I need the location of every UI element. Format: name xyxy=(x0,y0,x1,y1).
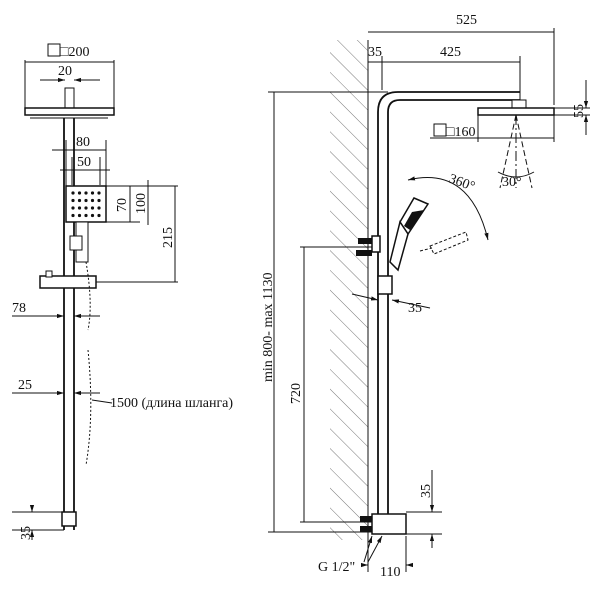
dim-bracket-depth: 78 xyxy=(12,301,100,319)
total-reach-label: 525 xyxy=(456,13,477,28)
connection-note: G 1/2" xyxy=(318,535,383,575)
front-shower-head xyxy=(24,87,115,119)
nozzle-dot xyxy=(90,213,95,218)
connection-label: G 1/2" xyxy=(318,560,355,575)
hand-offset-label: 35 xyxy=(408,301,422,316)
nozzle-dot xyxy=(77,191,82,195)
nozzle-dot xyxy=(97,206,101,210)
dim-holder-span: 215 xyxy=(92,185,178,283)
dim-hand-offset: 35 xyxy=(351,293,431,316)
nozzle-dot xyxy=(90,206,95,210)
hand-inner-label: 50 xyxy=(77,155,91,170)
side-holder xyxy=(300,235,393,295)
rotation-label: 360° xyxy=(447,172,477,195)
wall-offset-label: 35 xyxy=(368,45,382,60)
hose-note-label: 1500 (длина шланга) xyxy=(110,396,233,411)
nozzle-dot xyxy=(71,198,75,203)
head-thickness-label: 55 xyxy=(572,104,587,118)
mixer-depth-label: 110 xyxy=(380,565,400,580)
dim-hand-shower-width: 80 50 xyxy=(52,135,110,190)
nozzle-dot xyxy=(90,198,95,203)
side-riser xyxy=(377,91,520,520)
holder-span-label: 215 xyxy=(161,227,176,248)
dim-rail-width: 25 xyxy=(12,378,100,396)
hose-note: 1500 (длина шланга) xyxy=(91,396,233,411)
hand-height-label: 100 xyxy=(134,193,149,214)
dim-hand-shower-height: 70 100 xyxy=(106,180,149,225)
nozzle-dot xyxy=(97,191,101,195)
spray-cone: 30° xyxy=(497,114,535,190)
side-hand-shower xyxy=(389,197,469,272)
nozzle-dot xyxy=(84,206,88,210)
height-range-label: min 800- max 1130 xyxy=(261,272,276,382)
nozzle-dot xyxy=(71,191,75,195)
nozzle-dot xyxy=(77,198,82,203)
nozzle-dot xyxy=(77,213,82,218)
nozzle-dot xyxy=(71,213,75,218)
head-size-label: □200 xyxy=(60,45,89,60)
mixer-height-label: 35 xyxy=(419,484,434,498)
dim-head-size: □200 xyxy=(24,43,115,115)
nozzle-dot xyxy=(84,198,88,203)
side-view: 525 35 425 min 800- max 1130 xyxy=(261,13,590,580)
mixer-to-hand-label: 720 xyxy=(289,383,304,404)
hand-width-label: 80 xyxy=(76,135,90,150)
nozzle-dot xyxy=(84,213,88,218)
bracket-depth-label: 78 xyxy=(12,301,26,316)
front-holder-bracket xyxy=(39,270,97,289)
dim-total-reach: 525 xyxy=(368,13,555,105)
hand-face-label: 70 xyxy=(115,198,130,212)
nozzle-dot xyxy=(97,198,101,203)
spray-angle-label: 30° xyxy=(502,175,522,190)
nozzle-dot xyxy=(97,213,101,218)
arm-length-label: 425 xyxy=(440,45,461,60)
front-hose xyxy=(85,261,92,466)
head-size-side-label: □160 xyxy=(446,125,475,140)
nozzle-dot xyxy=(90,191,95,195)
nozzle-dot xyxy=(71,206,75,210)
wall-hatch xyxy=(330,40,368,540)
front-hand-shower xyxy=(65,185,107,263)
arm-width-label: 20 xyxy=(58,64,72,79)
dim-height-range: min 800- max 1130 xyxy=(261,91,388,533)
nozzle-dot xyxy=(77,206,82,210)
nozzle-dot xyxy=(84,191,88,195)
nozzle-grid xyxy=(71,191,101,218)
front-view: □200 20 80 50 xyxy=(12,43,233,540)
side-mixer: 35 xyxy=(360,470,442,548)
front-bottom-mount: 35 xyxy=(12,505,77,540)
dim-head-size-side: □160 xyxy=(430,115,555,142)
bottom-gap-label: 35 xyxy=(19,526,34,540)
dim-mixer-depth: 110 xyxy=(361,536,413,580)
side-shower-head: 55 xyxy=(477,80,590,135)
dim-arm-width: 20 xyxy=(40,64,100,83)
rail-width-label: 25 xyxy=(18,378,32,393)
